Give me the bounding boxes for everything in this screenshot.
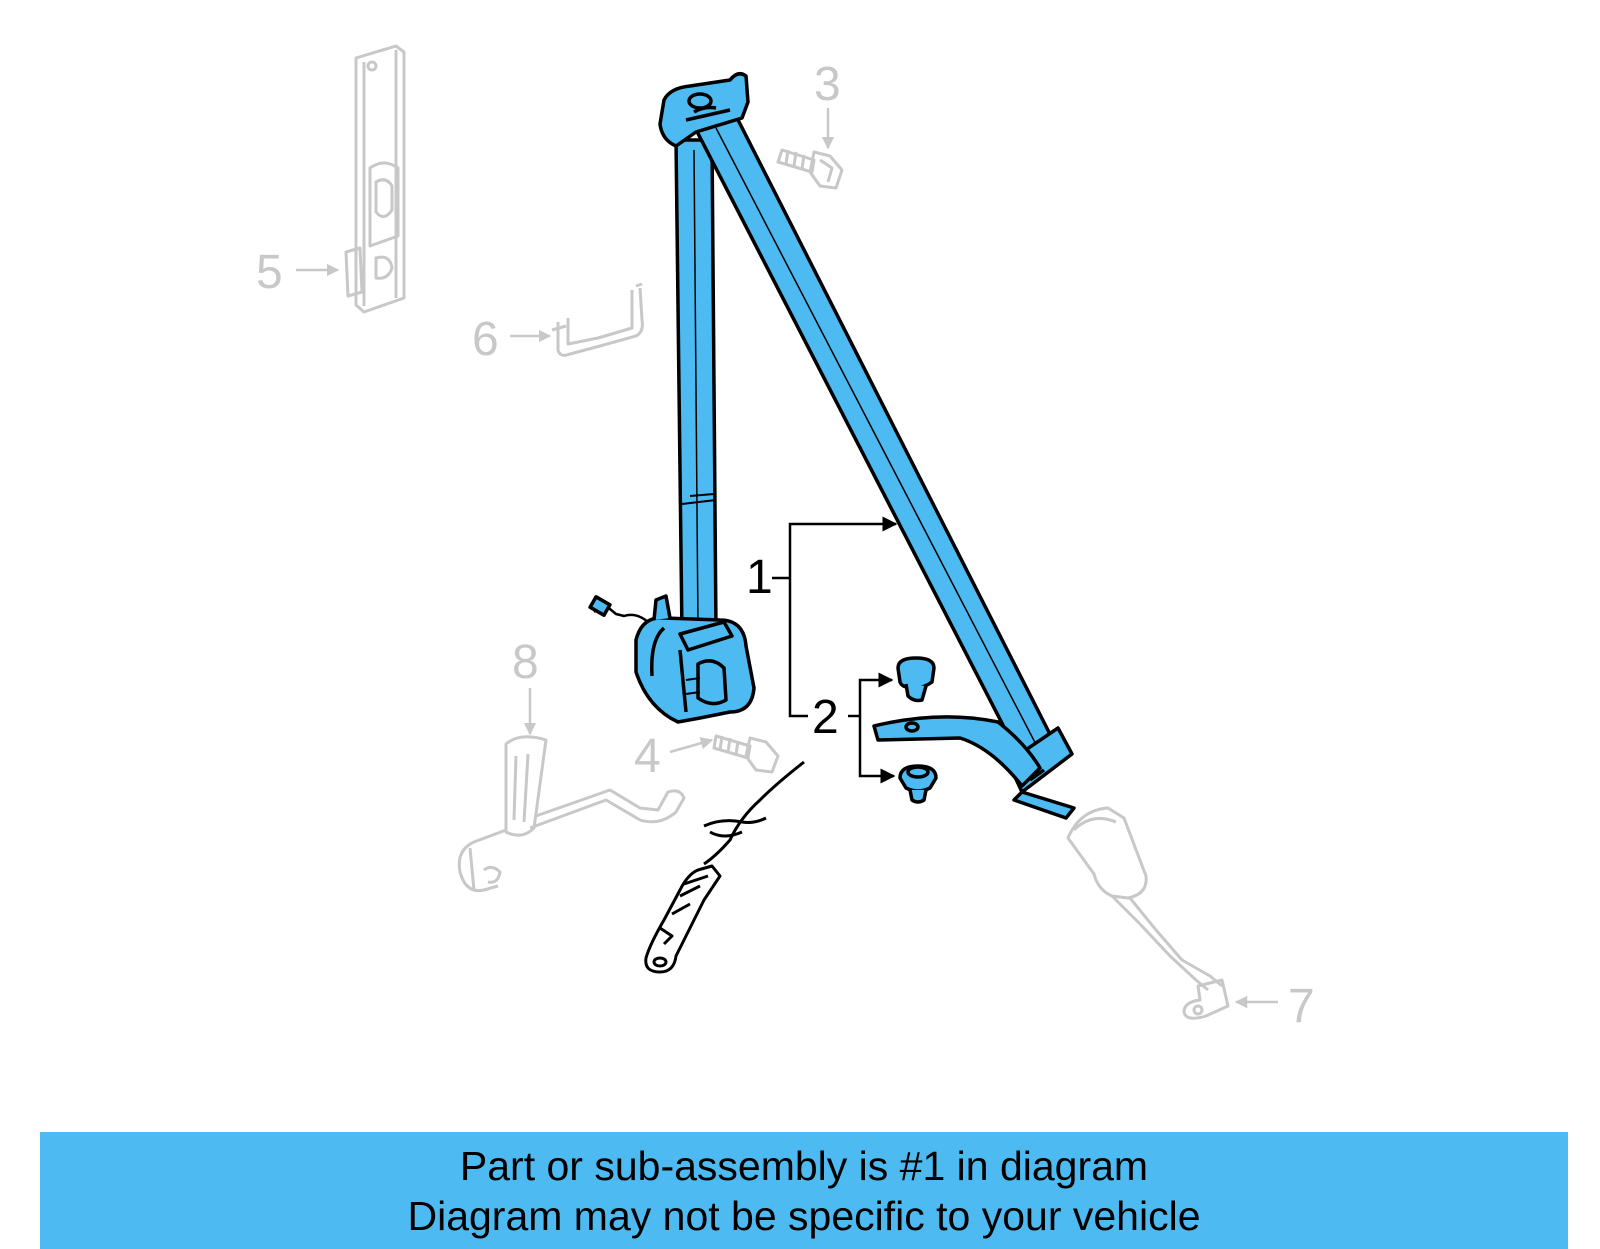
leader-lines <box>296 108 1278 1009</box>
callout-8: 8 <box>512 636 539 689</box>
info-banner: Part or sub-assembly is #1 in diagram Di… <box>40 1132 1568 1249</box>
callout-6: 6 <box>472 313 499 366</box>
parts-diagram: 1 2 3 4 5 6 7 8 <box>256 44 1315 1033</box>
part-7-buckle <box>1066 806 1230 1020</box>
callout-1: 1 <box>746 551 773 604</box>
part-8-buckle <box>457 735 686 893</box>
callout-3: 3 <box>814 58 841 111</box>
callout-7: 7 <box>1288 980 1315 1033</box>
part-2-clip-set[interactable] <box>872 656 1042 804</box>
part-4-bolt <box>712 734 780 774</box>
banner-line-1: Part or sub-assembly is #1 in diagram <box>459 1142 1149 1189</box>
callout-2: 2 <box>812 691 839 744</box>
callout-4: 4 <box>634 730 661 783</box>
part-1-lap-belt-end <box>644 760 805 974</box>
part-6-wire-clip <box>551 282 644 357</box>
callout-5: 5 <box>256 246 283 299</box>
banner-line-2: Diagram may not be specific to your vehi… <box>407 1192 1201 1239</box>
clip-cap-upper <box>896 656 936 690</box>
part-1-seat-belt-assembly[interactable] <box>588 72 1076 820</box>
part-3-bolt <box>776 148 844 190</box>
belt-guide-cover <box>872 715 1042 788</box>
part-5-height-adjuster <box>344 44 406 314</box>
